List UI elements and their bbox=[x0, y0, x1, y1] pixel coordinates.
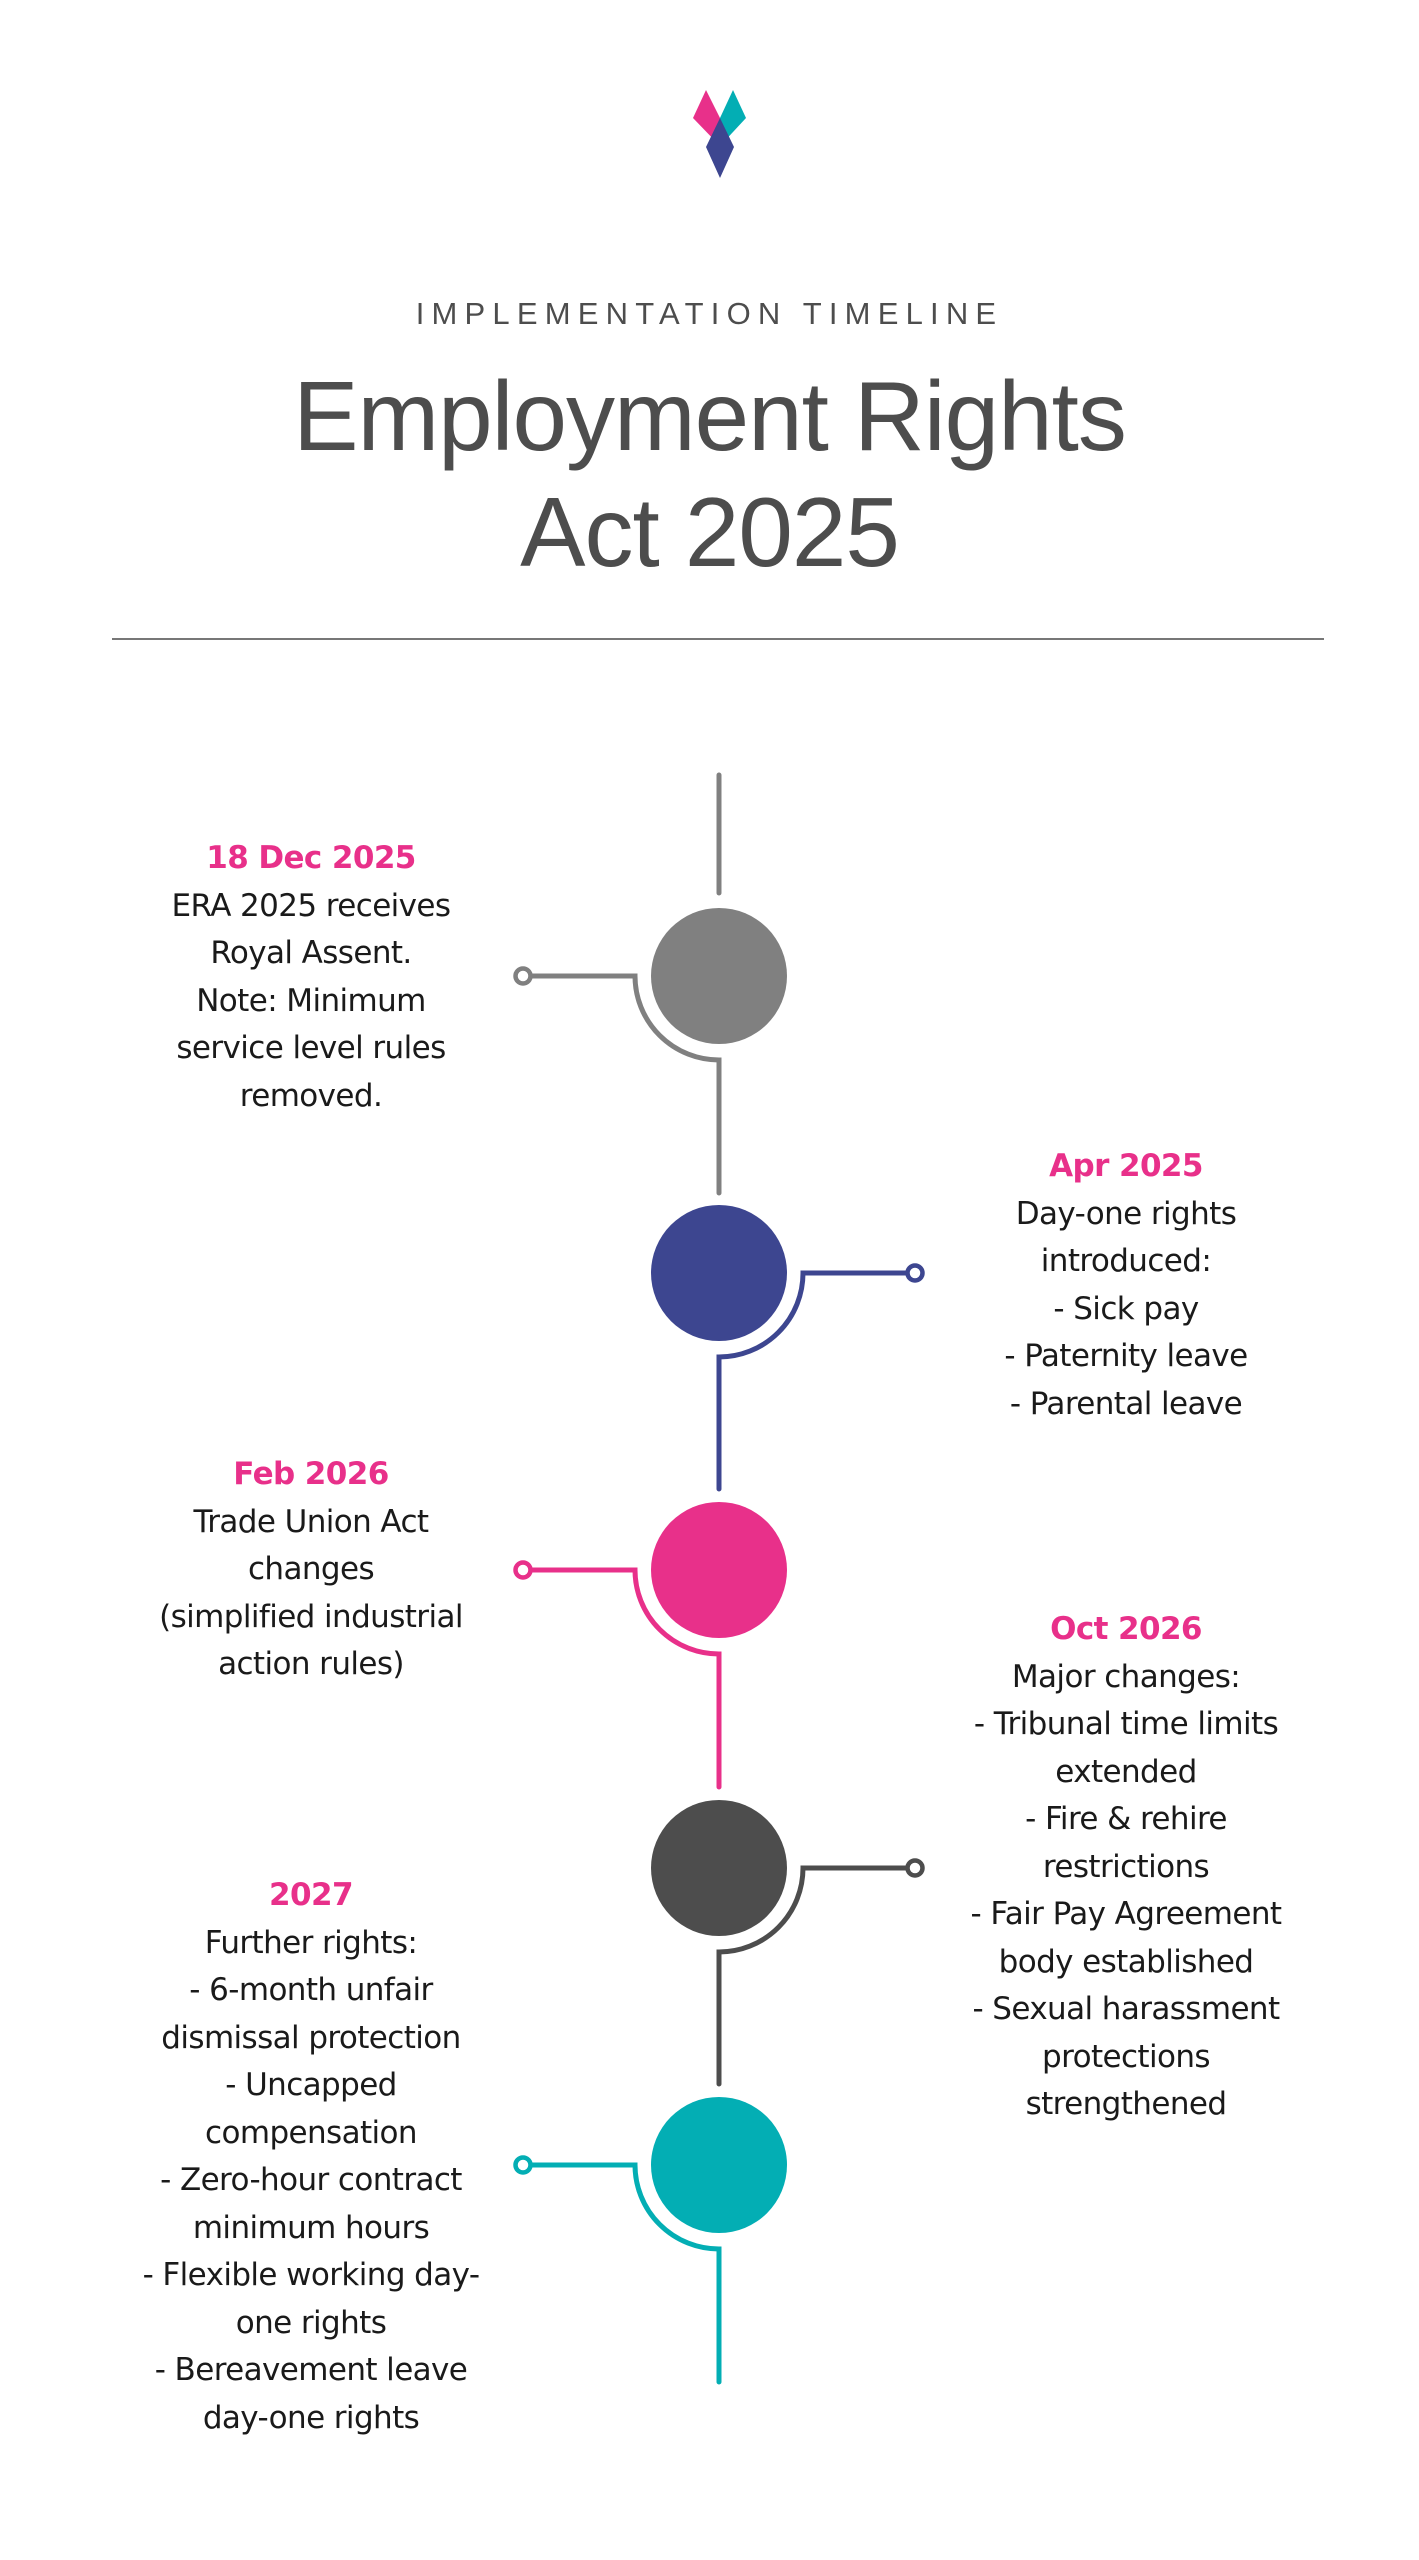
entry-line: Note: Minimum bbox=[196, 982, 426, 1019]
brand-logo-icon bbox=[693, 90, 746, 178]
entry-line: - Fire & rehire bbox=[1025, 1801, 1227, 1837]
node-circle-icon bbox=[651, 1800, 787, 1936]
entry-line: action rules) bbox=[218, 1646, 404, 1682]
entry-line: - Paternity leave bbox=[1004, 1338, 1248, 1374]
entry-line: Day-one rights bbox=[1015, 1195, 1237, 1232]
entry-line: changes bbox=[247, 1551, 375, 1587]
entry-line: Major changes: bbox=[1011, 1658, 1241, 1695]
entry-date: Feb 2026 bbox=[233, 1456, 389, 1492]
logo-navy-diamond bbox=[706, 118, 734, 178]
entry-line: compensation bbox=[205, 2114, 418, 2151]
connector-ring-icon bbox=[513, 2155, 533, 2175]
timeline-entry-4: Oct 2026 Major changes: - Tribunal time … bbox=[926, 1606, 1326, 2129]
entry-line: protections bbox=[1042, 2038, 1211, 2075]
entry-line: removed. bbox=[239, 1077, 383, 1114]
timeline-node-3 bbox=[513, 1502, 787, 1790]
entry-line: - Bereavement leave bbox=[154, 2352, 468, 2388]
entry-line: - Tribunal time limits bbox=[973, 1706, 1279, 1742]
node-circle-icon bbox=[651, 908, 787, 1044]
entry-line: - Parental leave bbox=[1009, 1385, 1243, 1422]
entry-line: body established bbox=[998, 1943, 1254, 1980]
entry-line: - Sexual harassment bbox=[972, 1991, 1280, 2027]
entry-line: day-one rights bbox=[202, 2399, 420, 2436]
entry-line: extended bbox=[1055, 1753, 1197, 1790]
entry-line: introduced: bbox=[1040, 1243, 1212, 1279]
timeline-entry-5: 2027 Further rights: - 6-month unfair di… bbox=[111, 1872, 511, 2442]
entry-date: 2027 bbox=[269, 1877, 353, 1913]
entry-line: - Sick pay bbox=[1053, 1290, 1199, 1327]
connector-ring-icon bbox=[905, 1263, 925, 1283]
header-divider bbox=[112, 638, 1324, 640]
connector-ring-icon bbox=[513, 1560, 533, 1580]
entry-line: - 6-month unfair bbox=[189, 1972, 433, 2008]
entry-line: dismissal protection bbox=[161, 2019, 461, 2056]
entry-date: 18 Dec 2025 bbox=[206, 840, 416, 876]
entry-line: - Fair Pay Agreement bbox=[970, 1896, 1283, 1932]
entry-line: one rights bbox=[235, 2304, 387, 2341]
entry-line: Trade Union Act bbox=[193, 1503, 429, 1540]
entry-line: service level rules bbox=[176, 1030, 446, 1066]
entry-line: ERA 2025 receives bbox=[171, 887, 452, 924]
page-title: Employment Rights Act 2025 bbox=[0, 358, 1419, 590]
entry-line: Further rights: bbox=[204, 1924, 418, 1961]
entry-line: - Zero-hour contract bbox=[160, 2162, 462, 2198]
entry-line: strengthened bbox=[1025, 2086, 1227, 2122]
entry-line: restrictions bbox=[1042, 1848, 1210, 1885]
timeline-node-5 bbox=[513, 2097, 787, 2385]
timeline-entry-2: Apr 2025 Day-one rights introduced: - Si… bbox=[926, 1143, 1326, 1428]
entry-line: (simplified industrial bbox=[159, 1598, 463, 1635]
title-line-1: Employment Rights bbox=[293, 361, 1127, 471]
entry-line: Royal Assent. bbox=[210, 935, 412, 971]
title-line-2: Act 2025 bbox=[520, 477, 900, 587]
entry-line: - Uncapped bbox=[225, 2067, 397, 2103]
timeline-entry-3: Feb 2026 Trade Union Act changes (simpli… bbox=[111, 1451, 511, 1689]
node-circle-icon bbox=[651, 1502, 787, 1638]
entry-date: Oct 2026 bbox=[1050, 1611, 1202, 1647]
timeline-entry-1: 18 Dec 2025 ERA 2025 receives Royal Asse… bbox=[111, 835, 511, 1120]
timeline-node-4 bbox=[651, 1800, 925, 2087]
node-circle-icon bbox=[651, 1205, 787, 1341]
connector-ring-icon bbox=[513, 966, 533, 986]
timeline-node-1 bbox=[513, 772, 787, 1196]
timeline-node-2 bbox=[651, 1205, 925, 1492]
entry-date: Apr 2025 bbox=[1049, 1148, 1203, 1184]
node-circle-icon bbox=[651, 2097, 787, 2233]
entry-line: minimum hours bbox=[192, 2209, 430, 2246]
entry-line: - Flexible working day- bbox=[142, 2257, 480, 2293]
connector-ring-icon bbox=[905, 1858, 925, 1878]
page-subtitle: IMPLEMENTATION TIMELINE bbox=[415, 296, 1004, 331]
